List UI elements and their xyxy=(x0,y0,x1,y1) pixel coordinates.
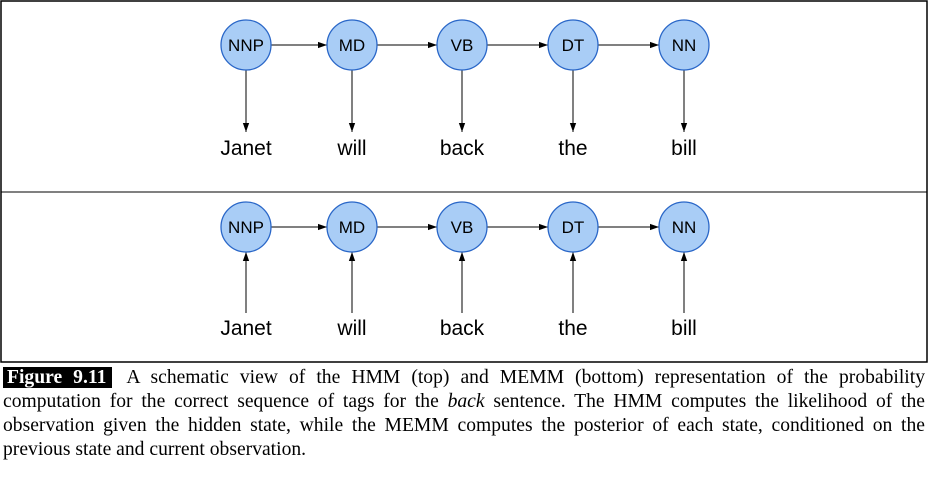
memm-state-node: NN xyxy=(658,201,710,253)
state-circle xyxy=(326,201,378,253)
state-circle xyxy=(658,19,710,71)
hmm-word-label: back xyxy=(440,137,485,160)
state-circle xyxy=(220,201,272,253)
hmm-word-label: Janet xyxy=(220,137,272,160)
state-label: NNP xyxy=(228,36,264,55)
hmm-state-node: MD xyxy=(326,19,378,71)
caption-text-after: sentence. The HMM computes the likelihoo… xyxy=(3,391,925,460)
hmm-panel: NNP MD VB DT NN Janet will back the bill xyxy=(220,19,710,160)
caption-text-before: A schematic view of the HMM (top) and ME… xyxy=(3,367,925,412)
figure-label: Figure 9.11 xyxy=(3,367,113,388)
hmm-state-node: VB xyxy=(436,19,488,71)
hmm-word-label: the xyxy=(558,137,587,160)
state-label: MD xyxy=(339,36,365,55)
memm-word-label: will xyxy=(336,317,366,340)
memm-state-node: VB xyxy=(436,201,488,253)
state-label: VB xyxy=(451,36,474,55)
state-label: DT xyxy=(562,218,585,237)
memm-word-label: the xyxy=(558,317,587,340)
memm-state-node: NNP xyxy=(220,201,272,253)
memm-panel: NNP MD VB DT NN Janet will back the bill xyxy=(220,201,710,340)
state-label: VB xyxy=(451,218,474,237)
memm-word-label: back xyxy=(440,317,485,340)
hmm-state-node: NNP xyxy=(220,19,272,71)
hmm-word-label: bill xyxy=(671,137,697,160)
state-circle xyxy=(547,19,599,71)
caption-emphasis: back xyxy=(447,391,485,412)
figure-frame xyxy=(0,0,928,363)
state-circle xyxy=(436,201,488,253)
hmm-state-node: NN xyxy=(658,19,710,71)
state-circle xyxy=(326,19,378,71)
memm-word-label: bill xyxy=(671,317,697,340)
state-label: NN xyxy=(672,36,697,55)
memm-word-label: Janet xyxy=(220,317,272,340)
hmm-state-node: DT xyxy=(547,19,599,71)
state-circle xyxy=(658,201,710,253)
state-circle xyxy=(547,201,599,253)
state-label: NN xyxy=(672,218,697,237)
state-circle xyxy=(220,19,272,71)
hmm-word-label: will xyxy=(336,137,366,160)
memm-state-node: DT xyxy=(547,201,599,253)
state-circle xyxy=(436,19,488,71)
state-label: NNP xyxy=(228,218,264,237)
state-label: DT xyxy=(562,36,585,55)
state-label: MD xyxy=(339,218,365,237)
memm-state-node: MD xyxy=(326,201,378,253)
